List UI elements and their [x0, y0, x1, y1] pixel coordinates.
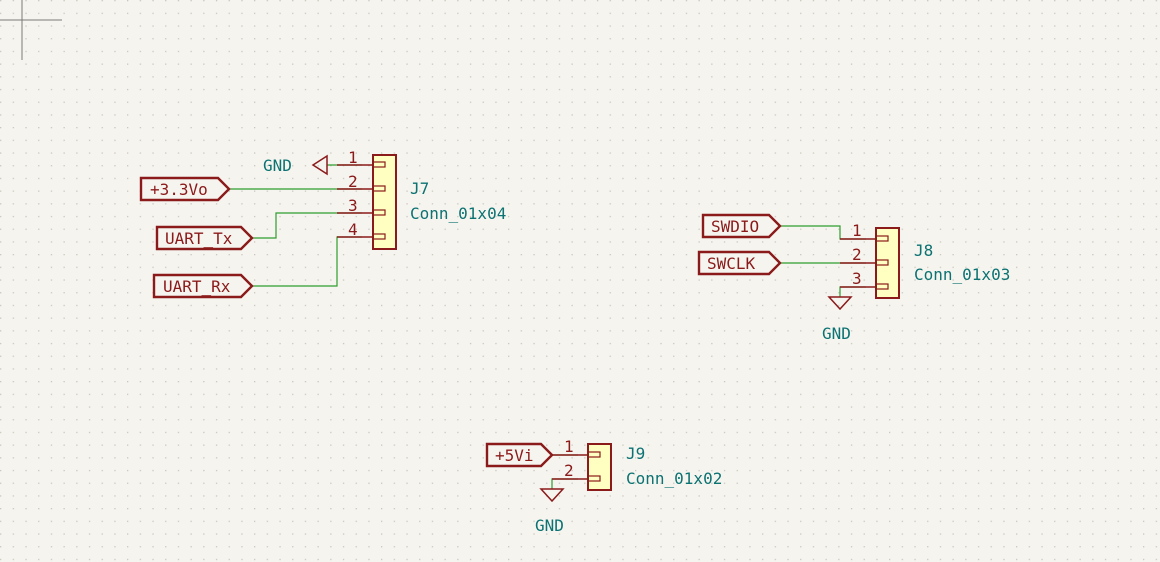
pin-number: 2: [852, 245, 862, 264]
pin-slot: [372, 161, 386, 168]
global-label-text: SWDIO: [711, 217, 759, 236]
global-label-shape: [152, 273, 254, 299]
component-value: Conn_01x04: [410, 204, 506, 223]
global-label-text: SWCLK: [707, 254, 756, 273]
global-label-3v3[interactable]: +3.3Vo: [139, 176, 231, 202]
pin-slot: [372, 233, 386, 240]
global-label-5v[interactable]: +5Vi: [485, 442, 554, 468]
global-label-text: UART_Rx: [163, 277, 231, 296]
connector-body[interactable]: [372, 154, 397, 250]
pin-number: 4: [348, 220, 358, 239]
wire-uart-tx: [253, 212, 362, 239]
power-net-label: GND: [263, 156, 292, 175]
global-label-shape: [697, 250, 782, 276]
pin-slot: [875, 259, 889, 266]
component-value: Conn_01x03: [914, 265, 1010, 284]
pin-number: 3: [348, 196, 358, 215]
component-value: Conn_01x02: [626, 469, 722, 488]
pin-slot: [587, 475, 601, 482]
connector-body[interactable]: [587, 443, 612, 491]
pin-slot: [372, 209, 386, 216]
reference-designator: J8: [914, 241, 933, 260]
pin-slot: [875, 235, 889, 242]
ground-icon: [539, 488, 565, 503]
global-label-swdio[interactable]: SWDIO: [701, 213, 782, 239]
global-label-uart-tx[interactable]: UART_Tx: [155, 225, 254, 251]
pin-number: 1: [564, 437, 574, 456]
global-label-text: +5Vi: [495, 446, 534, 465]
pin-number: 2: [564, 461, 574, 480]
pin-slot: [875, 283, 889, 290]
connector-j9[interactable]: 1 2 J9 Conn_01x02: [551, 437, 722, 491]
pin-number: 2: [348, 172, 358, 191]
ground-icon: [827, 296, 853, 311]
global-label-swclk[interactable]: SWCLK: [697, 250, 782, 276]
crosshair-cursor-icon: [0, 0, 62, 60]
connector-j7[interactable]: 1 2 3 4 J7 Conn_01x04: [230, 148, 506, 287]
power-net-label: GND: [535, 516, 564, 535]
global-label-shape: [701, 213, 782, 239]
global-label-shape: [139, 176, 231, 202]
reference-designator: J9: [626, 444, 645, 463]
pin-slot: [372, 185, 386, 192]
ground-icon: [311, 154, 328, 176]
global-label-uart-rx[interactable]: UART_Rx: [152, 273, 254, 299]
gnd-symbol-j7[interactable]: GND: [263, 154, 328, 176]
global-label-text: +3.3Vo: [150, 180, 208, 199]
global-label-shape: [485, 442, 554, 468]
gnd-symbol-j9[interactable]: GND: [535, 488, 565, 535]
pin-slot: [587, 451, 601, 458]
reference-designator: J7: [410, 179, 429, 198]
gnd-symbol-j8[interactable]: GND: [822, 296, 853, 343]
pin-number: 3: [852, 269, 862, 288]
pin-number: 1: [852, 221, 862, 240]
power-net-label: GND: [822, 324, 851, 343]
global-label-text: UART_Tx: [165, 229, 233, 248]
global-label-shape: [155, 225, 254, 251]
pin-number: 1: [348, 148, 358, 167]
connector-j8[interactable]: 1 2 3 J8 Conn_01x03: [780, 221, 1010, 299]
